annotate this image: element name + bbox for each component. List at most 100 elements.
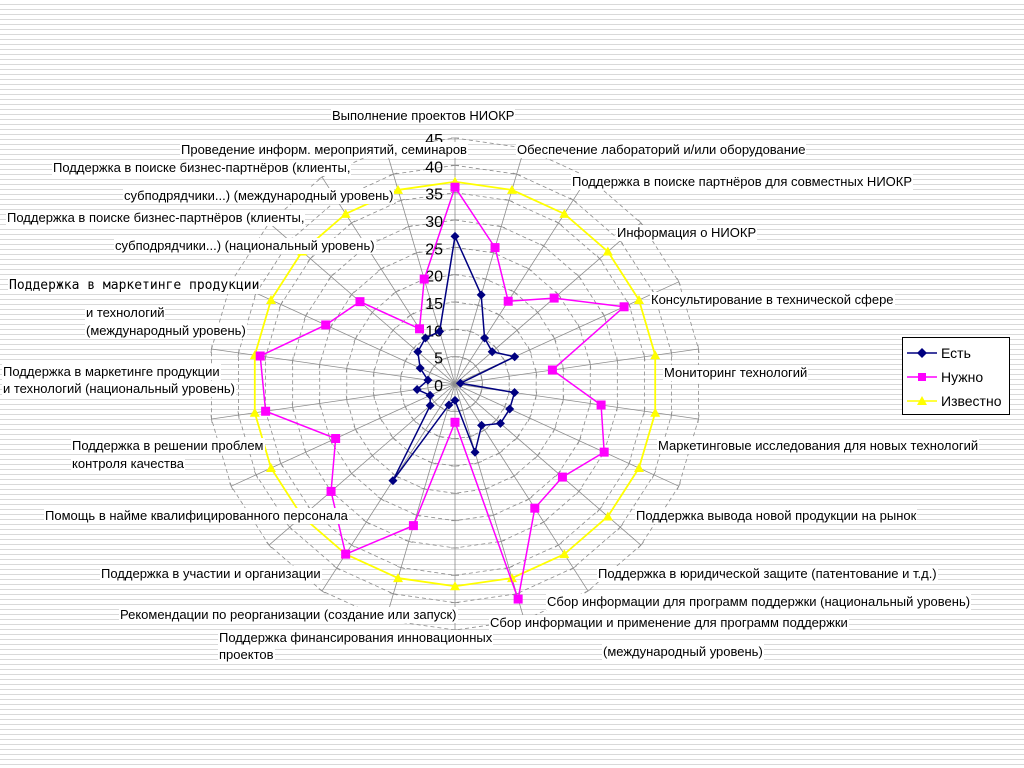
axis-tick-mark [493, 416, 500, 424]
category-label: Сбор информации и применение для програм… [489, 615, 849, 631]
axis-tick-mark [378, 414, 383, 422]
axis-tick-mark [525, 496, 533, 502]
data-point-diamond [423, 375, 433, 385]
legend-label: Есть [941, 345, 971, 361]
axis-tick-mark [421, 427, 430, 433]
category-label: Поддержка в решении проблем [71, 438, 265, 454]
category-label: Консультирование в технической сфере [650, 292, 895, 308]
axis-tick-mark [643, 407, 646, 416]
category-label: Проведение информ. мероприятий, семинаро… [180, 142, 468, 158]
series-layer [249, 176, 661, 604]
axis-spoke [454, 222, 642, 385]
grid-ring [238, 164, 672, 604]
data-point-triangle [650, 407, 661, 417]
axis-tick-mark [278, 300, 283, 309]
data-point-diamond [450, 395, 460, 405]
axis-tick-mark [318, 360, 321, 369]
category-label: Рекомендации по реорганизации (создание … [119, 607, 458, 623]
data-point-square [255, 351, 265, 361]
axis-tick-mark [616, 403, 619, 412]
axis-tick-mark [397, 198, 406, 202]
axis-tick-mark [637, 219, 644, 227]
axis-tick-mark [348, 470, 355, 477]
data-point-triangle [559, 208, 570, 218]
axis-tick-mark [670, 348, 673, 357]
axis-tick-mark [291, 403, 294, 412]
data-point-square [450, 417, 460, 427]
data-point-square [321, 320, 331, 330]
axis-tick-mark [596, 506, 603, 513]
data-point-triangle [393, 184, 404, 194]
axis-tick-mark [431, 398, 438, 406]
data-point-square [261, 406, 271, 416]
category-label: (международный уровень) [602, 644, 764, 660]
data-point-diamond [505, 404, 515, 414]
axis-tick-mark [369, 452, 376, 459]
axis-tick-mark [307, 255, 314, 262]
axis-spoke [454, 383, 642, 546]
data-point-diamond [413, 347, 423, 357]
legend-item-nuzhno: Нужно [907, 366, 983, 388]
data-point-square [341, 549, 351, 559]
axis-tick-mark [237, 348, 240, 357]
axis-tick-mark [291, 356, 294, 365]
category-label: проектов [218, 647, 275, 663]
axis-tick-mark [427, 461, 436, 465]
axis-tick-mark [266, 541, 273, 549]
data-point-diamond [425, 400, 435, 410]
axis-tick-mark [403, 357, 408, 366]
axis-tick-mark [399, 387, 402, 396]
axis-tick-mark [589, 360, 592, 369]
data-point-triangle [602, 511, 613, 521]
axis-tick-mark [328, 323, 333, 332]
axis-tick-mark [426, 383, 429, 392]
data-point-diamond [476, 290, 486, 300]
data-point-square [530, 503, 540, 513]
r-tick-label: 40 [425, 159, 443, 176]
data-point-square [599, 447, 609, 457]
axis-tick-mark [378, 346, 383, 354]
data-point-diamond [425, 390, 435, 400]
data-point-diamond [510, 388, 520, 398]
category-label: Поддержка в юридической защите (патентов… [597, 566, 938, 582]
data-point-square [490, 243, 500, 253]
data-point-diamond [420, 333, 430, 343]
legend-swatch-diamond [907, 348, 937, 358]
axis-tick-mark [508, 372, 511, 381]
data-point-triangle [393, 573, 404, 583]
grid-ring [265, 192, 645, 576]
axis-tick-mark [362, 519, 370, 525]
axis-tick-mark [353, 334, 358, 343]
axis-spoke [211, 348, 456, 385]
r-tick-label: 0 [434, 378, 443, 395]
category-label: Поддержка в поиске партнёров для совмест… [571, 174, 914, 190]
axis-tick-mark [404, 539, 413, 543]
category-label: контроля качества [71, 456, 185, 472]
axis-tick-mark [466, 404, 474, 410]
axis-tick-mark [527, 414, 532, 422]
axis-tick-mark [637, 541, 644, 549]
data-point-triangle [650, 350, 661, 360]
axis-tick-mark [697, 414, 700, 424]
axis-tick-mark [254, 471, 259, 479]
axis-tick-mark [431, 362, 438, 370]
axis-tick-mark [596, 255, 603, 262]
axis-tick-mark [427, 303, 436, 307]
axis-tick-mark [303, 312, 308, 320]
data-point-square [419, 274, 429, 284]
axis-tick-mark [353, 425, 358, 434]
axis-tick-mark [495, 450, 503, 456]
axis-tick-mark [472, 398, 479, 406]
axis-tick-mark [474, 303, 483, 307]
axis-spoke [454, 348, 699, 385]
axis-tick-mark [493, 344, 500, 352]
category-label: и технологий (национальный уровень) [2, 381, 237, 397]
axis-tick-mark [576, 488, 582, 495]
axis-tick-mark [697, 344, 700, 354]
data-point-triangle [266, 463, 277, 473]
axis-tick-mark [286, 523, 293, 531]
axis-tick-mark [420, 487, 429, 491]
category-label: Поддержка финансирования инновационных [218, 630, 494, 646]
axis-tick-mark [481, 277, 490, 281]
